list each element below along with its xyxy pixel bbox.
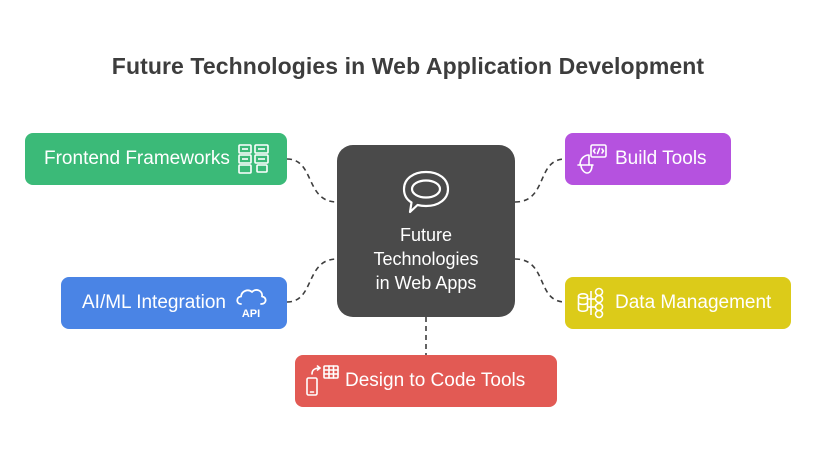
device-table-icon (306, 365, 339, 396)
diagram-title: Future Technologies in Web Application D… (111, 53, 705, 79)
central-line-1: Future (399, 225, 453, 245)
worker-code-icon (577, 144, 607, 174)
node-data-management-label: Data Management (615, 292, 772, 313)
connector-data (514, 258, 566, 303)
chat-bubble-icon (402, 170, 450, 214)
layout-blocks-icon (238, 144, 269, 174)
node-ai-ml-integration-label: AI/ML Integration (82, 292, 226, 313)
node-build-tools-label: Build Tools (615, 148, 707, 169)
connector-ai-ml (286, 258, 338, 303)
node-design-to-code-tools: Design to Code Tools (295, 355, 557, 407)
node-data-management: Data Management (565, 277, 791, 329)
central-topic-label: Future Technologies in Web Apps (337, 223, 515, 295)
central-topic-box: Future Technologies in Web Apps (337, 145, 515, 317)
central-line-2: Technologies (373, 249, 479, 269)
central-line-3: in Web Apps (375, 273, 477, 293)
connector-build (514, 158, 566, 203)
node-frontend-frameworks-label: Frontend Frameworks (44, 148, 230, 169)
database-flow-icon (577, 287, 604, 319)
node-design-to-code-tools-label: Design to Code Tools (345, 370, 526, 391)
api-icon-text: API (242, 308, 260, 320)
connector-frontend (286, 158, 338, 203)
node-frontend-frameworks: Frontend Frameworks (25, 133, 287, 185)
node-ai-ml-integration: AI/ML Integration API (61, 277, 287, 329)
node-build-tools: Build Tools (565, 133, 731, 185)
cloud-api-icon: API (236, 289, 267, 320)
